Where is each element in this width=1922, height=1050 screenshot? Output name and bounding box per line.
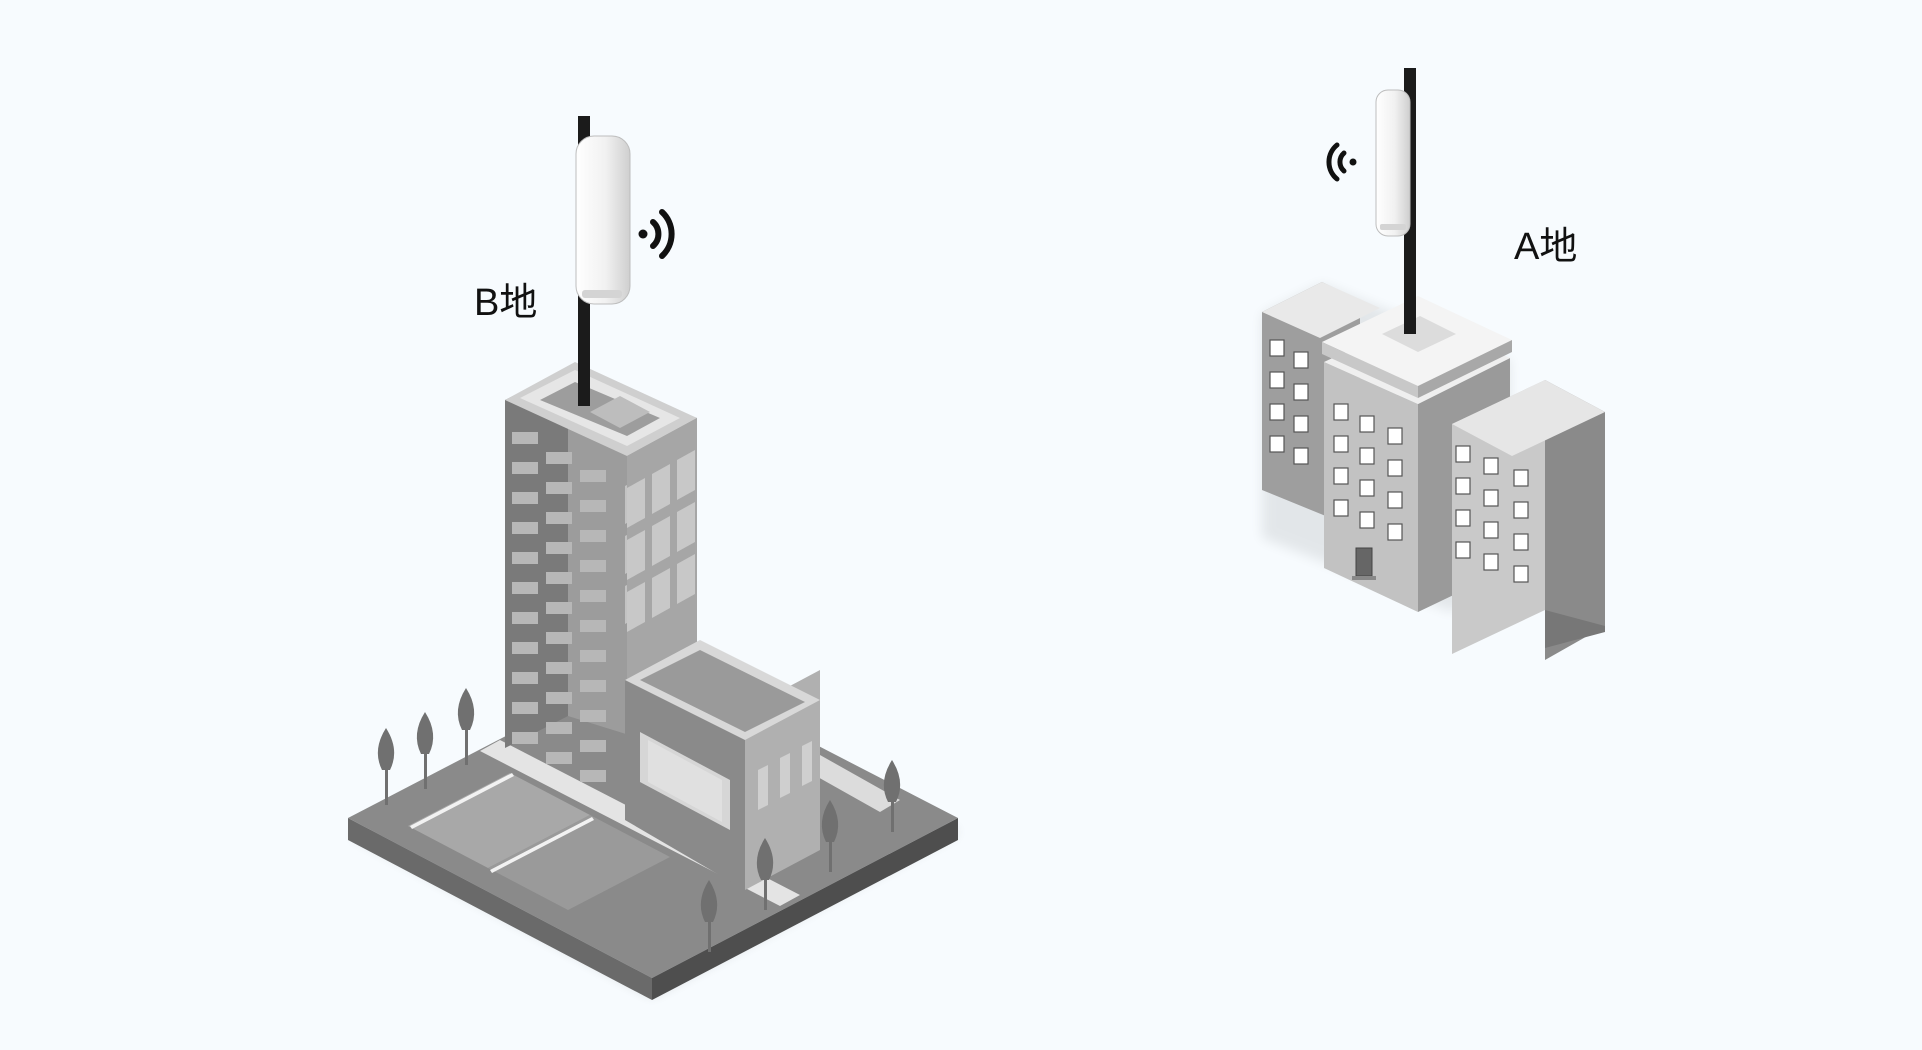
site-b-label: B地	[474, 282, 538, 324]
site-a-label: A地	[1514, 226, 1578, 268]
site-a-building	[1262, 282, 1605, 660]
wifi-signal-right-icon	[638, 209, 675, 259]
site-a-antenna	[1375, 68, 1416, 334]
site-b-building	[348, 362, 958, 1000]
site-b-antenna	[575, 116, 631, 406]
wifi-signal-left-icon	[1326, 142, 1357, 182]
